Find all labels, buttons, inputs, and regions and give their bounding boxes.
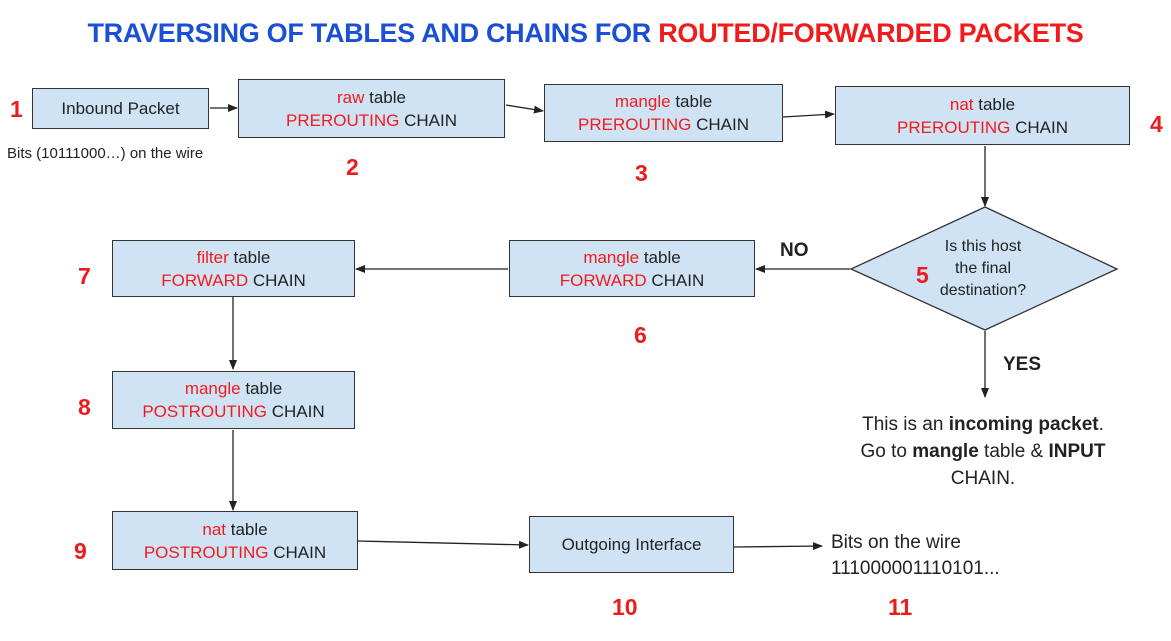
chain-name: POSTROUTING — [142, 402, 268, 421]
page-title: TRAVERSING OF TABLES AND CHAINS FOR ROUT… — [0, 18, 1171, 49]
table-word: table — [233, 247, 271, 267]
decision-diamond — [849, 206, 1119, 331]
table-word: table — [245, 379, 283, 398]
outgoing-interface-box: Outgoing Interface — [529, 516, 734, 573]
outgoing-bits-line-2: 111000001110101... — [831, 558, 1000, 579]
note-text: table & — [978, 441, 1049, 462]
decision-line-1: Is this host — [944, 238, 1022, 255]
outgoing-bits-text: Bits on the wire 111000001110101... — [831, 530, 1000, 582]
step-number-5: 5 — [916, 262, 929, 288]
chain-word: CHAIN — [273, 542, 327, 562]
step-number-4: 4 — [1150, 111, 1163, 137]
chain-word: CHAIN — [404, 110, 457, 130]
step-number-10: 10 — [612, 594, 638, 620]
note-text: Go to — [860, 441, 913, 462]
chain-name: PREROUTING — [897, 117, 1011, 137]
mangle-postrouting-box: mangle table POSTROUTING CHAIN — [112, 371, 355, 429]
arrow-9-10 — [357, 540, 529, 549]
table-word: table — [230, 519, 268, 539]
outgoing-bits-line-1: Bits on the wire — [831, 532, 961, 553]
table-name: mangle — [614, 92, 671, 111]
note-bold: mangle — [912, 441, 979, 462]
chain-name: FORWARD — [559, 270, 647, 290]
decision-line-2: the final — [954, 260, 1012, 277]
decision-yes-label: YES — [1003, 354, 1042, 375]
chain-name: POSTROUTING — [143, 542, 269, 562]
chain-name: PREROUTING — [286, 110, 400, 130]
note-text: CHAIN. — [950, 468, 1016, 489]
step-number-8: 8 — [78, 394, 91, 420]
outgoing-interface-label: Outgoing Interface — [561, 535, 702, 554]
note-bold: incoming packet — [948, 414, 1099, 435]
table-name: nat — [202, 519, 227, 539]
chain-word: CHAIN — [271, 402, 325, 421]
title-part-1: TRAVERSING OF TABLES AND CHAINS FOR — [87, 18, 651, 48]
raw-prerouting-box: raw table PREROUTING CHAIN — [238, 79, 505, 138]
arrow-10-11 — [733, 542, 823, 551]
note-text: . — [1098, 414, 1104, 435]
nat-postrouting-box: nat table POSTROUTING CHAIN — [112, 511, 358, 570]
nat-prerouting-box: nat table PREROUTING CHAIN — [835, 86, 1130, 145]
arrow-2-3 — [505, 104, 544, 114]
table-word: table — [643, 247, 681, 267]
chain-name: FORWARD — [161, 270, 249, 290]
step-number-11: 11 — [888, 594, 913, 620]
chain-word: CHAIN — [252, 270, 306, 290]
inbound-bits-caption: Bits (10111000…) on the wire — [7, 145, 204, 162]
step-number-6: 6 — [634, 322, 647, 348]
table-name: raw — [336, 87, 365, 107]
title-part-2: ROUTED/FORWARDED PACKETS — [658, 18, 1084, 48]
inbound-packet-box: Inbound Packet — [32, 88, 209, 129]
decision-text: Is this host the final destination? — [905, 236, 1061, 302]
table-word: table — [369, 87, 406, 107]
filter-forward-box: filter table FORWARD CHAIN — [112, 240, 355, 297]
chain-word: CHAIN — [651, 270, 705, 290]
table-word: table — [978, 94, 1016, 114]
mangle-prerouting-box: mangle table PREROUTING CHAIN — [544, 84, 783, 142]
chain-name: PREROUTING — [578, 115, 692, 134]
decision-line-3: destination? — [939, 282, 1027, 299]
note-bold: INPUT — [1048, 441, 1106, 462]
arrow-3-4 — [782, 110, 835, 119]
step-number-1: 1 — [10, 96, 23, 122]
step-number-3: 3 — [635, 160, 648, 186]
table-name: nat — [949, 94, 974, 114]
step-number-7: 7 — [78, 263, 91, 289]
inbound-packet-label: Inbound Packet — [61, 99, 180, 118]
table-word: table — [675, 92, 713, 111]
step-number-2: 2 — [346, 154, 359, 180]
chain-word: CHAIN — [696, 115, 749, 134]
note-text: This is an — [862, 414, 949, 435]
incoming-packet-note: This is an incoming packet. Go to mangle… — [830, 411, 1136, 492]
decision-no-label: NO — [780, 240, 809, 261]
step-number-9: 9 — [74, 538, 87, 564]
table-name: mangle — [184, 379, 241, 398]
mangle-forward-box: mangle table FORWARD CHAIN — [509, 240, 755, 297]
chain-word: CHAIN — [1015, 117, 1068, 137]
table-name: filter — [196, 247, 229, 267]
table-name: mangle — [583, 247, 640, 267]
